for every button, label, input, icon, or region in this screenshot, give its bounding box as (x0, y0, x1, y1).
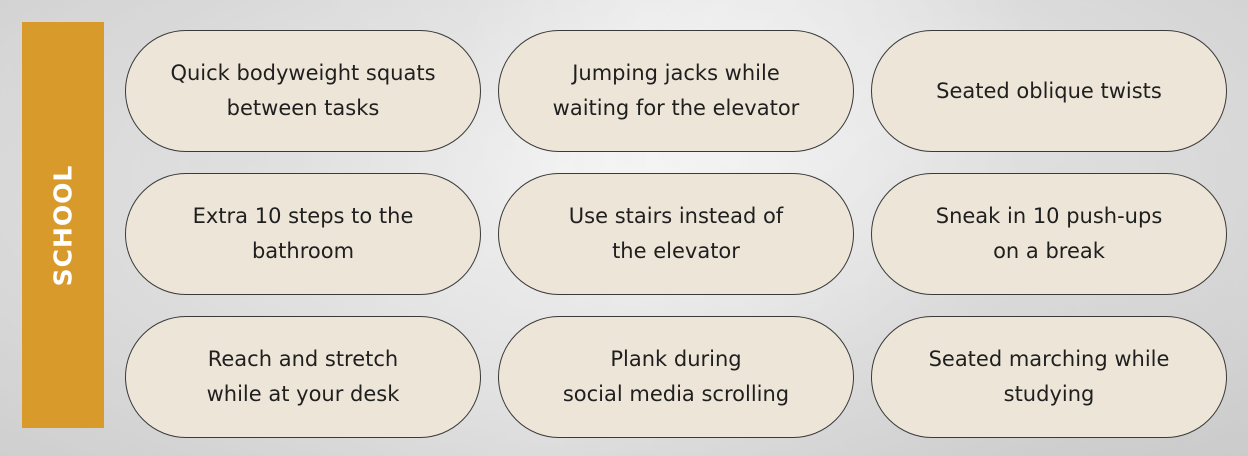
category-label: SCHOOL (48, 164, 78, 286)
activity-text: Jumping jacks while waiting for the elev… (552, 61, 800, 120)
activity-card: Seated oblique twists (871, 30, 1227, 152)
activity-card: Plank during social media scrolling (498, 316, 854, 438)
activity-card: Extra 10 steps to the bathroom (125, 173, 481, 295)
activity-text: Reach and stretch while at your desk (206, 347, 400, 406)
activity-text: Seated marching while studying (928, 347, 1170, 406)
activity-card: Seated marching while studying (871, 316, 1227, 438)
category-sidebar: SCHOOL (22, 22, 104, 428)
activity-text: Plank during social media scrolling (562, 347, 790, 406)
activity-card: Quick bodyweight squats between tasks (125, 30, 481, 152)
activity-text: Sneak in 10 push-ups on a break (935, 204, 1163, 263)
activity-text: Use stairs instead of the elevator (568, 204, 784, 263)
activity-text: Seated oblique twists (936, 78, 1162, 103)
activity-grid: Quick bodyweight squats between tasks Ju… (125, 30, 1227, 438)
activity-card: Use stairs instead of the elevator (498, 173, 854, 295)
activity-text: Extra 10 steps to the bathroom (192, 204, 414, 263)
activity-card: Sneak in 10 push-ups on a break (871, 173, 1227, 295)
activity-text: Quick bodyweight squats between tasks (170, 61, 436, 120)
activity-card: Jumping jacks while waiting for the elev… (498, 30, 854, 152)
activity-card: Reach and stretch while at your desk (125, 316, 481, 438)
